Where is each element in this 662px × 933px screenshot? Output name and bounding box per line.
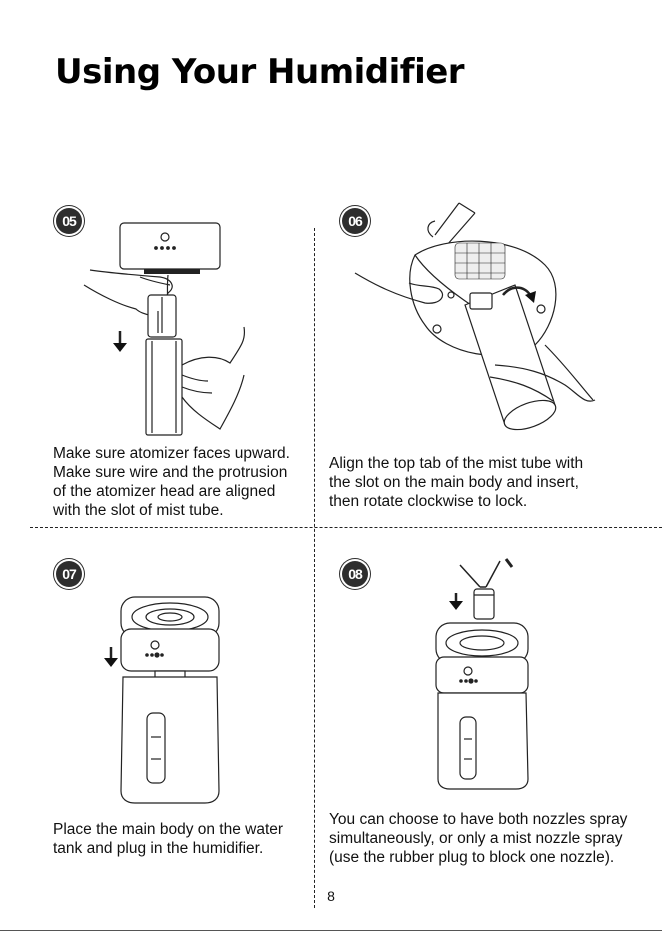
step-07-illustration (95, 595, 235, 805)
step-05-badge: 05 (56, 208, 82, 234)
step-06-caption: Align the top tab of the mist tube with … (329, 454, 583, 511)
down-arrow-icon (113, 331, 127, 352)
step-08-illustration (420, 553, 540, 793)
step-05-caption: Make sure atomizer faces upward. Make su… (53, 444, 290, 520)
down-arrow-icon (104, 647, 118, 667)
step-05-illustration (80, 215, 310, 445)
horizontal-divider (30, 527, 662, 528)
vertical-divider (314, 228, 315, 908)
down-arrow-icon (449, 593, 463, 610)
step-06-illustration (355, 195, 645, 440)
page-title: Using Your Humidifier (55, 52, 464, 92)
step-07-badge: 07 (56, 561, 82, 587)
step-08-badge: 08 (342, 561, 368, 587)
step-07-caption: Place the main body on the water tank an… (53, 820, 283, 858)
step-08-caption: You can choose to have both nozzles spra… (329, 810, 627, 867)
bottom-rule (0, 930, 662, 931)
page-number: 8 (0, 888, 662, 904)
